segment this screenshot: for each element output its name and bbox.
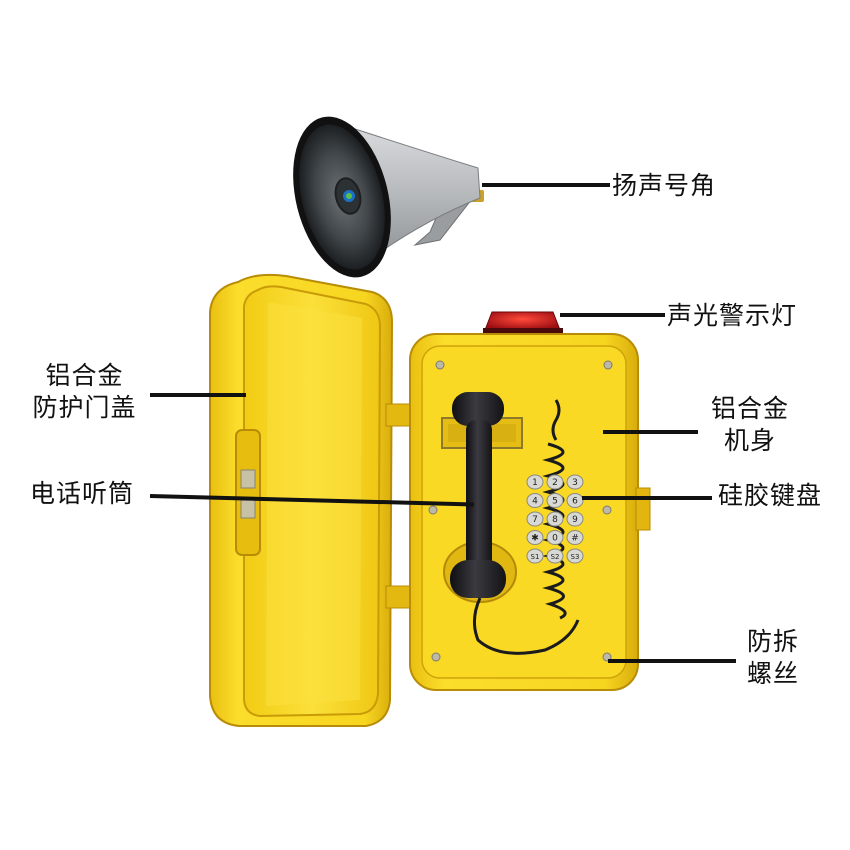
label-handset: 电话听筒	[30, 479, 135, 508]
keypad-key-label: S2	[551, 553, 560, 561]
keypad-key-label: 1	[532, 478, 538, 488]
keypad-key[interactable]: 8	[546, 511, 564, 527]
keypad-key-label: #	[571, 534, 579, 544]
leader-line-speaker-horn	[482, 183, 610, 187]
screws	[428, 360, 613, 662]
label-screw-line1: 防拆	[746, 627, 799, 656]
keypad: 1 2 3 4 5 6 7 8 9 ✱ 0 # S1 S2 S3	[526, 474, 584, 564]
label-door-cover: 铝合金 防护门盖	[22, 360, 147, 424]
coiled-cord	[542, 399, 567, 620]
keypad-key[interactable]: #	[566, 530, 584, 545]
keypad-key[interactable]: 0	[546, 530, 564, 545]
keypad-key[interactable]: S2	[546, 548, 564, 564]
keypad-key[interactable]: 7	[526, 511, 544, 527]
keypad-key-label: 2	[552, 478, 558, 488]
keypad-key[interactable]: ✱	[526, 530, 544, 545]
leader-line-body	[603, 430, 698, 434]
keypad-key-label: 0	[552, 534, 558, 544]
leader-line-door-cover	[150, 393, 246, 397]
keypad-key[interactable]: 1	[526, 474, 544, 490]
keypad-key[interactable]: 3	[566, 474, 584, 490]
keypad-key[interactable]: 9	[566, 511, 584, 527]
label-body: 铝合金 机身	[700, 393, 800, 457]
handset	[450, 392, 580, 655]
label-door-cover-line2: 防护门盖	[32, 393, 137, 422]
warning-light	[483, 311, 563, 336]
label-door-cover-line1: 铝合金	[45, 361, 124, 390]
leader-line-warning-light	[560, 313, 665, 317]
phone-body: 1 2 3 4 5 6 7 8 9 ✱ 0 # S1 S2 S3	[409, 333, 651, 691]
label-screw: 防拆 螺丝	[738, 626, 808, 690]
keypad-key-label: 3	[572, 478, 578, 488]
label-body-line1: 铝合金	[710, 394, 789, 423]
label-warning-light: 声光警示灯	[667, 301, 798, 330]
keypad-key-label: S1	[531, 553, 540, 561]
keypad-key[interactable]: S3	[566, 548, 584, 564]
leader-line-screw	[608, 659, 736, 663]
leader-line-keypad	[582, 496, 712, 500]
keypad-key[interactable]: 2	[546, 474, 564, 490]
label-keypad: 硅胶键盘	[718, 481, 823, 510]
keypad-key-label: 8	[552, 515, 558, 525]
keypad-key-label: 6	[572, 497, 578, 507]
label-speaker-horn: 扬声号角	[612, 171, 717, 200]
keypad-key[interactable]: S1	[526, 548, 544, 564]
keypad-key-label: S3	[571, 553, 580, 561]
keypad-key-label: 5	[552, 497, 558, 507]
keypad-key-label: ✱	[531, 534, 539, 544]
keypad-key[interactable]: 4	[526, 493, 544, 508]
keypad-key[interactable]: 5	[546, 493, 564, 508]
label-body-line2: 机身	[723, 426, 776, 455]
label-screw-line2: 螺丝	[746, 659, 799, 688]
speaker-horn	[293, 116, 484, 278]
keypad-key-label: 4	[532, 497, 538, 507]
keypad-key-label: 7	[532, 515, 538, 525]
keypad-key-label: 9	[572, 515, 578, 525]
keypad-key[interactable]: 6	[566, 493, 584, 508]
